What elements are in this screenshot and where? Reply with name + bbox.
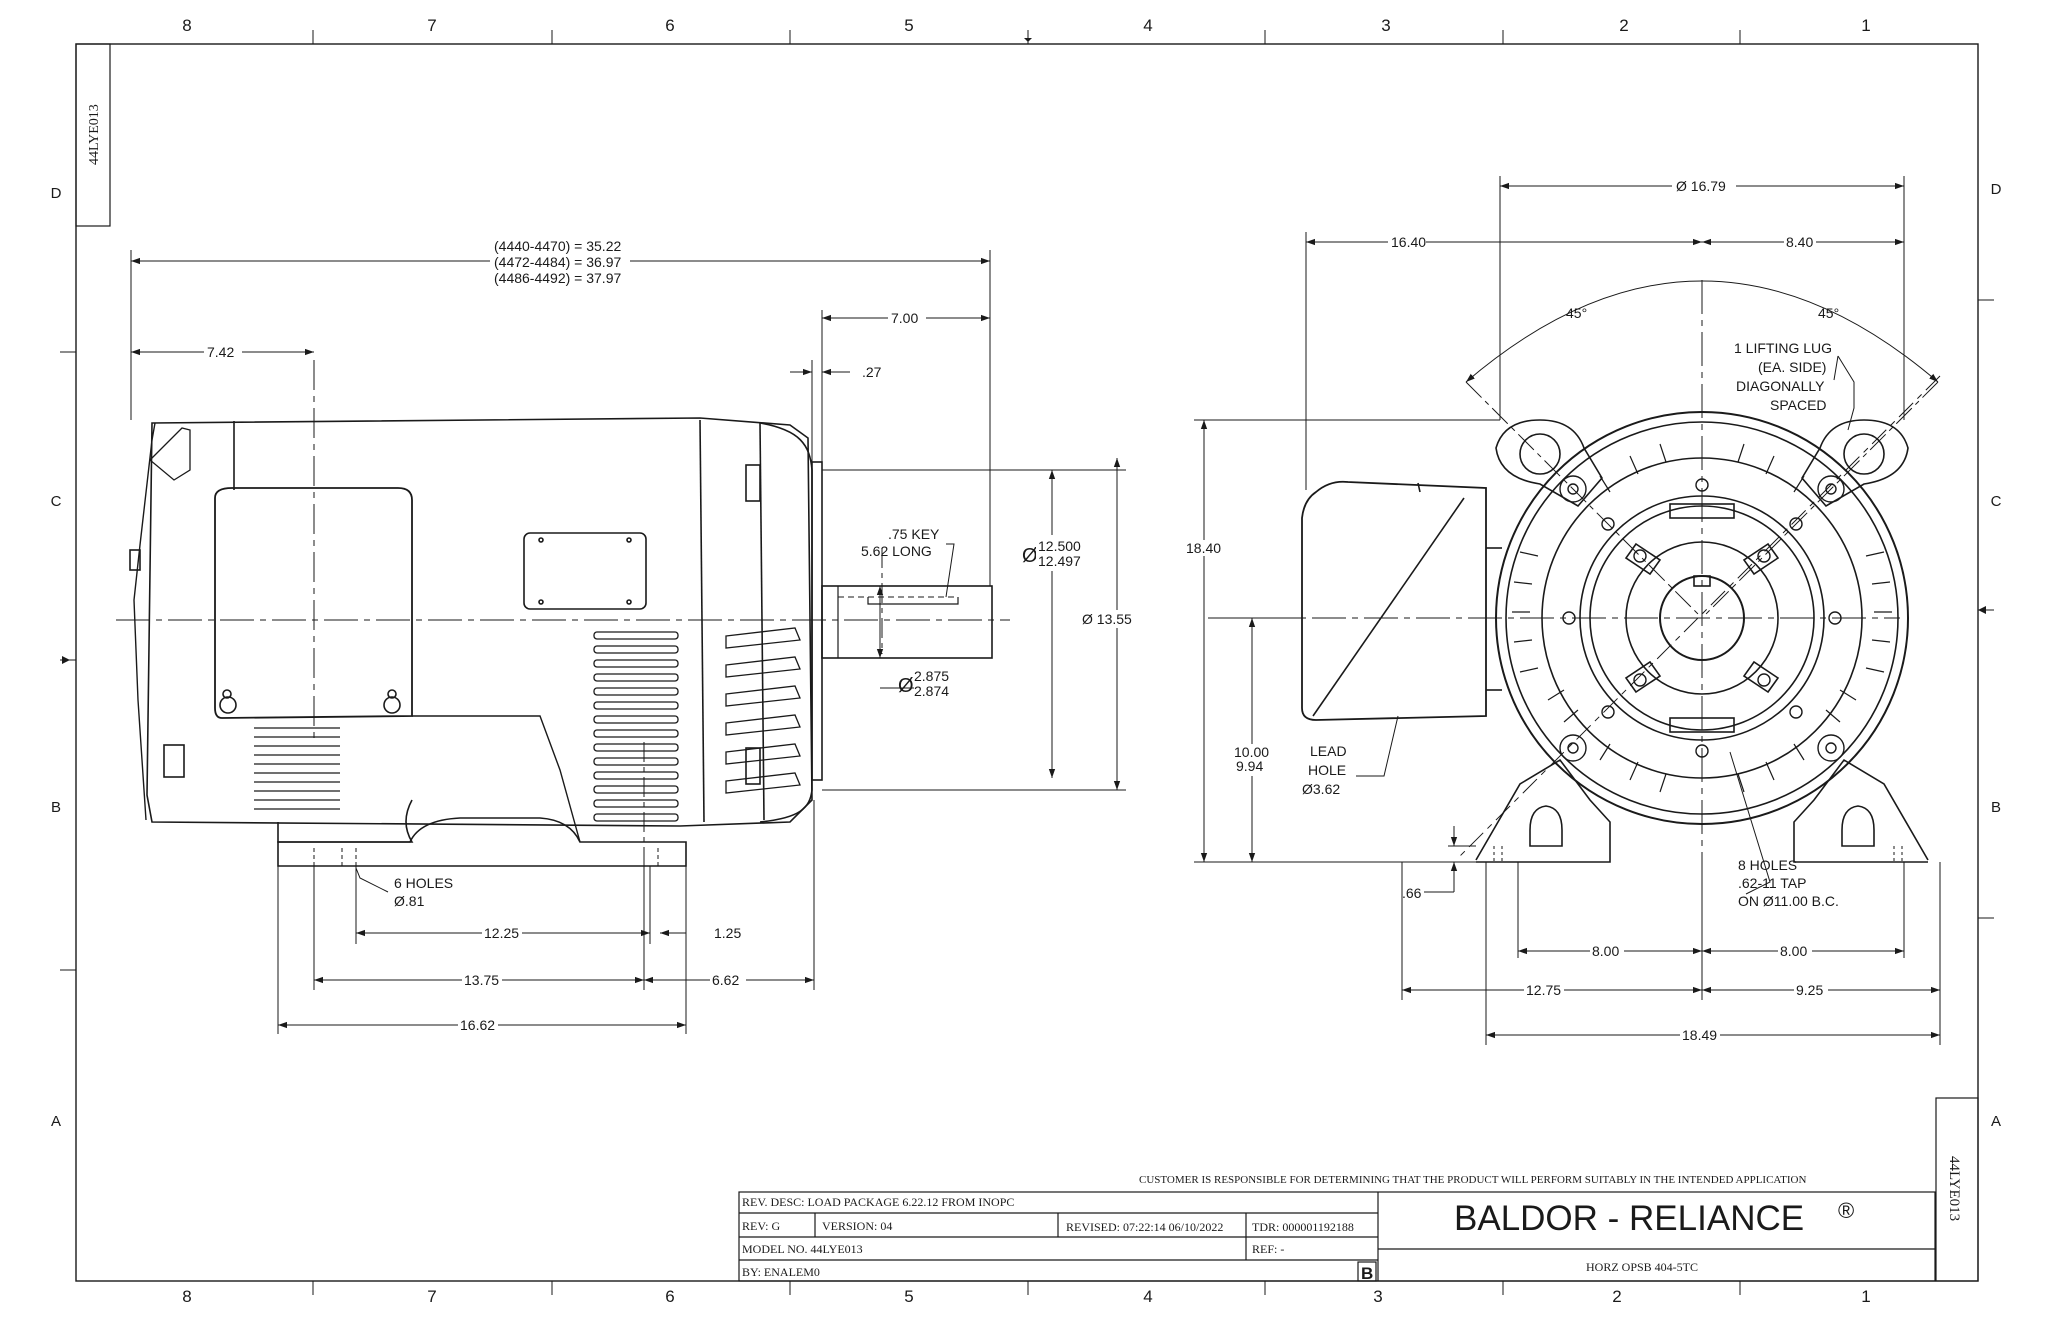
dim-8-00-right: 8.00: [1780, 943, 1807, 959]
dim-7-00: 7.00: [891, 310, 918, 326]
rev-desc: REV. DESC: LOAD PACKAGE 6.22.12 FROM INO…: [742, 1195, 1014, 1209]
angle-left: 45°: [1566, 305, 1587, 321]
dim-8-40: 8.40: [1786, 234, 1813, 250]
zone-row-left: A: [51, 1113, 61, 1130]
angle-right: 45°: [1818, 305, 1839, 321]
dim-13-75: 13.75: [464, 972, 499, 988]
flange-dia: Ø 13.55: [1082, 611, 1132, 627]
dim-12-75: 12.75: [1526, 982, 1561, 998]
dim-10-00: 10.00: [1234, 744, 1269, 760]
side-view-motor: [116, 360, 1126, 867]
pilot-dia-symbol: Ø: [1022, 545, 1038, 567]
zone-col-bottom: 7: [427, 1287, 436, 1306]
overall-length-line: (4440-4470) = 35.22: [494, 238, 621, 254]
zone-col-top: 8: [182, 16, 191, 35]
end-view-dimension-lines: [1194, 176, 1941, 1045]
rev: REV: G: [742, 1219, 780, 1233]
zone-col-top: 4: [1143, 16, 1152, 35]
zone-row-right: D: [1991, 181, 2002, 198]
zone-col-top: 5: [904, 16, 913, 35]
zone-col-bottom: 3: [1373, 1287, 1382, 1306]
zone-row-left: C: [51, 493, 62, 510]
drawn-by: BY: ENALEM0: [742, 1265, 820, 1279]
pilot-dia-bottom: 12.497: [1038, 553, 1081, 569]
tap-note: .62-11 TAP: [1738, 875, 1806, 891]
shaft-dia-top: 2.875: [914, 668, 949, 684]
overall-length-line: (4472-4484) = 36.97: [494, 254, 621, 270]
dim-8-00-left: 8.00: [1592, 943, 1619, 959]
holes-text: 6 HOLES: [394, 875, 453, 891]
title-block: CUSTOMER IS RESPONSIBLE FOR DETERMINING …: [738, 1174, 1936, 1283]
zone-col-bottom: 2: [1612, 1287, 1621, 1306]
zone-row-left: B: [51, 799, 61, 816]
dim-6-62: 6.62: [712, 972, 739, 988]
tap-note: ON Ø11.00 B.C.: [1738, 893, 1839, 909]
dim-16-40: 16.40: [1391, 234, 1426, 250]
dim-27: .27: [862, 364, 882, 380]
zone-col-top: 2: [1619, 16, 1628, 35]
dim-18-49: 18.49: [1682, 1027, 1717, 1043]
zone-col-bottom: 1: [1861, 1287, 1870, 1306]
zone-row-left: D: [51, 185, 62, 202]
disclaimer: CUSTOMER IS RESPONSIBLE FOR DETERMINING …: [1139, 1174, 1806, 1186]
description: HORZ OPSB 404-5TC: [1586, 1260, 1698, 1274]
zone-col-bottom: 5: [904, 1287, 913, 1306]
holes-text: Ø.81: [394, 893, 425, 909]
lead-hole-note: Ø3.62: [1302, 781, 1340, 797]
dim-18-40: 18.40: [1186, 540, 1221, 556]
model-no: MODEL NO. 44LYE013: [742, 1242, 863, 1256]
dim-16-62: 16.62: [460, 1017, 495, 1033]
lead-hole-note: HOLE: [1308, 762, 1346, 778]
zone-col-top: 6: [665, 16, 674, 35]
drawing-number-top: 44LYE013: [87, 104, 102, 165]
version: VERSION: 04: [822, 1219, 892, 1233]
dim-66: .66: [1402, 885, 1422, 901]
drawing-number-bottom: 44LYE013: [1946, 1156, 1962, 1221]
lug-note: SPACED: [1770, 397, 1827, 413]
lug-note: (EA. SIDE): [1758, 359, 1826, 375]
ref: REF: -: [1252, 1242, 1284, 1256]
dim-16-79: Ø 16.79: [1676, 178, 1726, 194]
overall-length-line: (4486-4492) = 37.97: [494, 270, 621, 286]
end-view-motor: [1208, 280, 1941, 1000]
tap-note: 8 HOLES: [1738, 857, 1797, 873]
revised: REVISED: 07:22:14 06/10/2022: [1066, 1220, 1223, 1234]
dim-1-25: 1.25: [714, 925, 741, 941]
drawing-border: [60, 30, 1994, 1295]
pilot-dia-top: 12.500: [1038, 538, 1081, 554]
zone-row-labels: D C B A D C B A: [51, 181, 2002, 1130]
zone-col-bottom: 6: [665, 1287, 674, 1306]
dim-12-25: 12.25: [484, 925, 519, 941]
zone-column-labels: 8 7 6 5 4 3 2 1 8 7 6 5 4 3 2 1: [182, 16, 1870, 1306]
zone-col-bottom: 4: [1143, 1287, 1152, 1306]
zone-row-right: C: [1991, 493, 2002, 510]
brand-logo-text: BALDOR - RELIANCE: [1454, 1199, 1804, 1238]
side-view-dimension-text: (4440-4470) = 35.22 (4472-4484) = 36.97 …: [204, 236, 1154, 1033]
sheet-size-letter: B: [1361, 1264, 1373, 1283]
dim-7-42: 7.42: [207, 344, 234, 360]
zone-col-bottom: 8: [182, 1287, 191, 1306]
zone-col-top: 1: [1861, 16, 1870, 35]
registered-mark: ®: [1838, 1198, 1854, 1223]
key-text: .75 KEY: [888, 526, 940, 542]
zone-row-right: A: [1991, 1113, 2001, 1130]
dim-9-25: 9.25: [1796, 982, 1823, 998]
shaft-dia-symbol: Ø: [898, 675, 914, 697]
zone-col-top: 3: [1381, 16, 1390, 35]
lead-hole-note: LEAD: [1310, 743, 1347, 759]
side-view-dimension-lines: [130, 250, 1121, 1034]
dim-9-94: 9.94: [1236, 758, 1263, 774]
tdr: TDR: 000001192188: [1252, 1220, 1354, 1234]
zone-col-top: 7: [427, 16, 436, 35]
key-text: 5.62 LONG: [861, 543, 932, 559]
zone-row-right: B: [1991, 799, 2001, 816]
lug-note: 1 LIFTING LUG: [1734, 340, 1832, 356]
lug-note: DIAGONALLY: [1736, 378, 1825, 394]
shaft-dia-bottom: 2.874: [914, 683, 949, 699]
end-view-dimension-text: Ø 16.79 16.40 8.40 45° 45° 1 LIFTING LUG…: [1184, 178, 1839, 1043]
